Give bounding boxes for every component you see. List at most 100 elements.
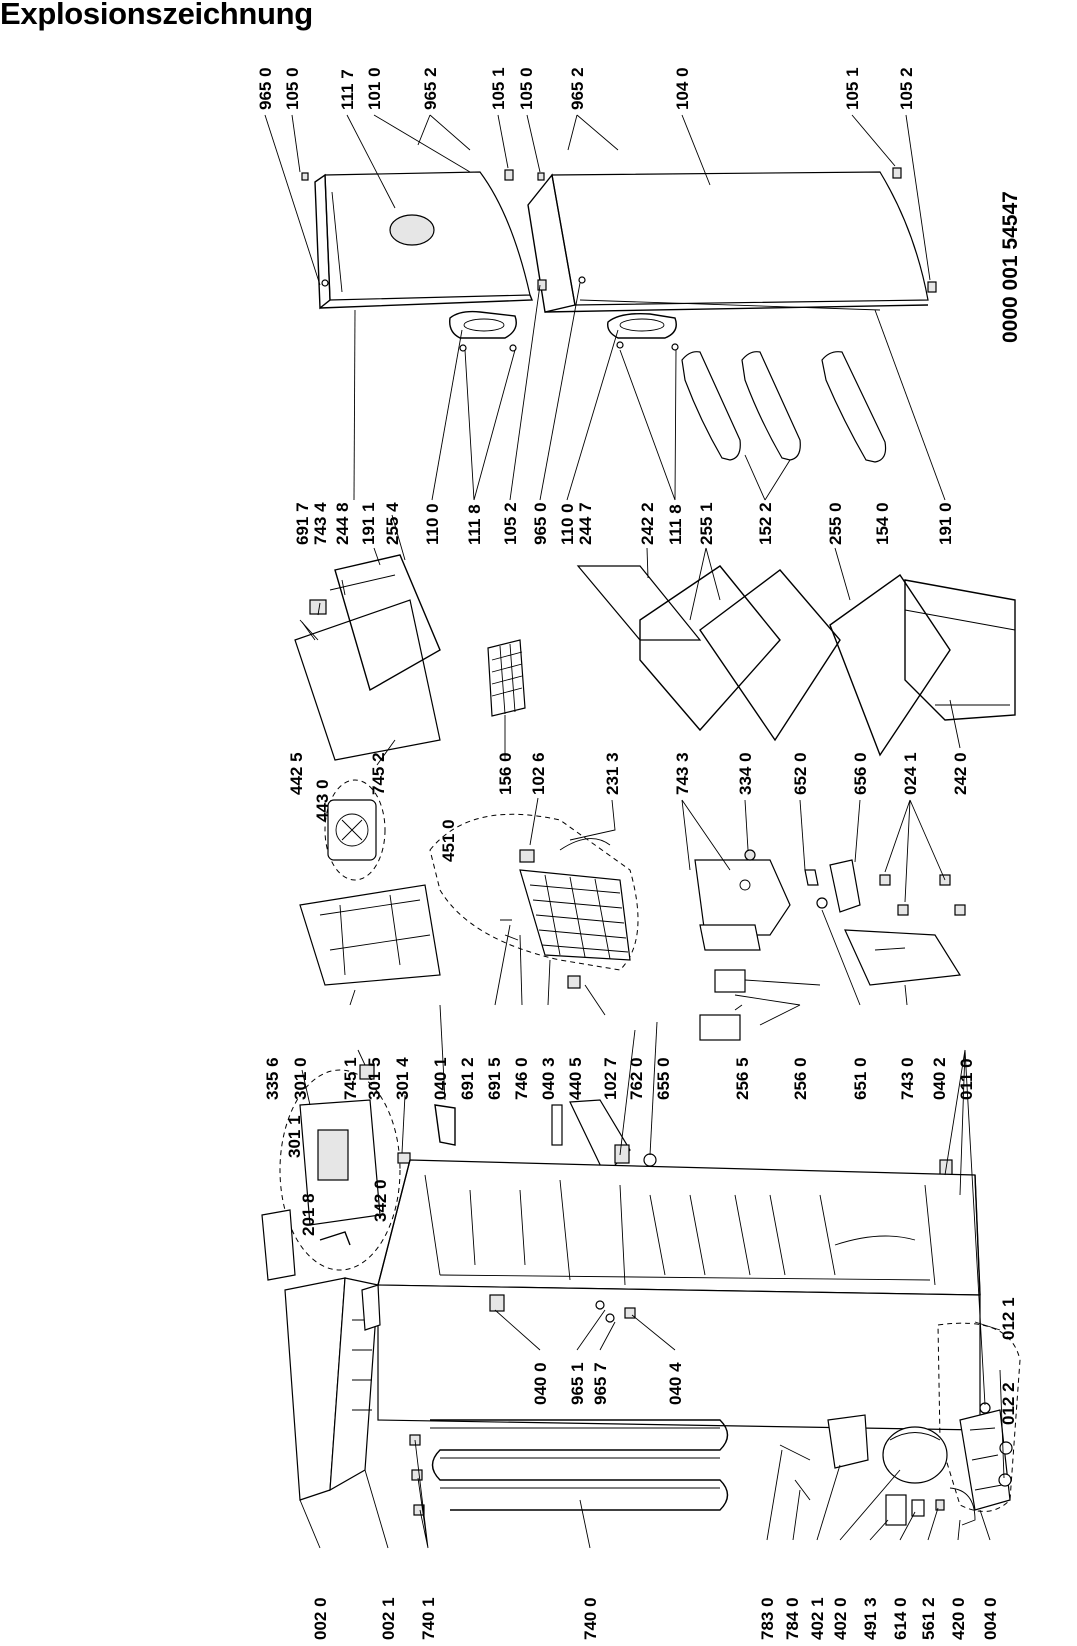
part-label: 105 2: [501, 502, 520, 545]
part-label: 652 0: [791, 752, 810, 795]
part-label: 040 0: [531, 1362, 550, 1405]
cabinet: [377, 1159, 981, 1431]
light-switch: [699, 969, 821, 1041]
part-label: 491 3: [861, 1597, 880, 1640]
part-label: 743 3: [673, 752, 692, 795]
part-label: 111 8: [465, 504, 484, 545]
crisper-cover: [829, 859, 966, 986]
part-label: 301 1: [285, 1115, 304, 1158]
part-label: 102 7: [601, 1057, 620, 1100]
part-label: 691 2: [458, 1057, 477, 1100]
part-label: 242 0: [951, 752, 970, 795]
fan-assembly: [324, 779, 386, 881]
part-label: 691 5: [485, 1057, 504, 1100]
part-label: 256 0: [791, 1057, 810, 1100]
part-label: 191 1: [359, 502, 378, 545]
part-label: 783 0: [758, 1597, 777, 1640]
part-label: 255 0: [826, 502, 845, 545]
part-label: 420 0: [949, 1597, 968, 1640]
part-label: 740 0: [581, 1597, 600, 1640]
part-label: 762 0: [627, 1057, 646, 1100]
part-label: 743 0: [898, 1057, 917, 1100]
thermostat-housing: [694, 849, 828, 951]
part-label: 301 5: [365, 1057, 384, 1100]
part-label: 334 0: [736, 752, 755, 795]
part-label: 040 2: [930, 1057, 949, 1100]
part-label: 002 0: [311, 1597, 330, 1640]
part-label: 561 2: [919, 1597, 938, 1640]
document-number: 0000 001 54547: [999, 191, 1022, 343]
part-label: 105 0: [517, 67, 536, 110]
part-label: 242 2: [638, 502, 657, 545]
glass-shelves: [576, 565, 1016, 757]
part-label: 402 0: [831, 1597, 850, 1640]
part-label: 101 0: [365, 67, 384, 110]
part-label: 301 4: [393, 1057, 412, 1100]
part-label: 745 2: [369, 752, 388, 795]
air-duct: [299, 884, 441, 986]
part-label: 335 6: [263, 1057, 282, 1100]
freezer-compartment: [294, 554, 441, 761]
part-label: 011 0: [957, 1058, 976, 1100]
part-label: 105 2: [897, 67, 916, 110]
drawing: [261, 167, 1021, 1526]
part-label: 154 0: [873, 502, 892, 545]
part-label: 040 3: [539, 1057, 558, 1100]
page-title: Explosionszeichnung: [0, 0, 313, 31]
part-label: 104 0: [673, 67, 692, 110]
part-label: 004 0: [981, 1597, 1000, 1640]
part-label: 651 0: [851, 1057, 870, 1100]
leader-lines: [264, 114, 1005, 1549]
part-label: 191 0: [936, 502, 955, 545]
part-label: 442 5: [287, 752, 306, 795]
part-label: 012 1: [999, 1297, 1018, 1340]
part-label: 102 6: [529, 752, 548, 795]
control-panel: [261, 1064, 411, 1281]
part-label: 256 5: [733, 1057, 752, 1100]
part-label: 156 0: [496, 752, 515, 795]
part-label: 244 7: [576, 502, 595, 545]
part-label: 965 1: [568, 1362, 587, 1405]
part-label: 301 0: [291, 1057, 310, 1100]
part-label: 152 2: [756, 502, 775, 545]
part-label: 105 1: [489, 67, 508, 110]
part-label: 110 0: [558, 503, 577, 545]
part-label: 743 4: [311, 502, 330, 545]
part-label: 965 2: [421, 67, 440, 110]
part-label: 040 1: [431, 1057, 450, 1100]
evaporator: [429, 813, 639, 989]
part-label: 746 0: [512, 1057, 531, 1100]
part-label: 691 7: [293, 502, 312, 545]
part-label: 110 0: [423, 503, 442, 545]
part-label: 255 4: [383, 502, 402, 545]
part-label: 244 8: [333, 502, 352, 545]
door-shelves: [681, 351, 887, 463]
part-label: 965 0: [256, 67, 275, 110]
part-labels: 965 0 105 0 111 7 101 0 965 2 105 1 105 …: [256, 67, 1018, 1640]
part-label: 002 1: [379, 1597, 398, 1640]
door-lower: [301, 167, 937, 339]
part-label: 965 7: [591, 1362, 610, 1405]
part-label: 440 5: [566, 1057, 585, 1100]
condenser: [409, 1419, 729, 1516]
compressor-area: [779, 1322, 1021, 1526]
part-label: 111 7: [338, 69, 357, 110]
part-label: 201 8: [299, 1193, 318, 1236]
part-label: 231 3: [603, 752, 622, 795]
top-cover: [284, 1277, 381, 1501]
part-label: 105 0: [283, 67, 302, 110]
part-label: 024 1: [901, 752, 920, 795]
part-label: 745 1: [341, 1057, 360, 1100]
part-label: 443 0: [313, 779, 332, 822]
part-label: 451 0: [439, 819, 458, 862]
part-label: 105 1: [843, 67, 862, 110]
part-label: 342 0: [371, 1179, 390, 1222]
door-upper: [314, 171, 534, 339]
part-label: 784 0: [783, 1597, 802, 1640]
part-label: 965 2: [568, 67, 587, 110]
part-label: 655 0: [654, 1057, 673, 1100]
part-label: 965 0: [531, 502, 550, 545]
part-label: 402 1: [808, 1597, 827, 1640]
part-label: 255 1: [697, 502, 716, 545]
ice-tray: [487, 639, 526, 717]
